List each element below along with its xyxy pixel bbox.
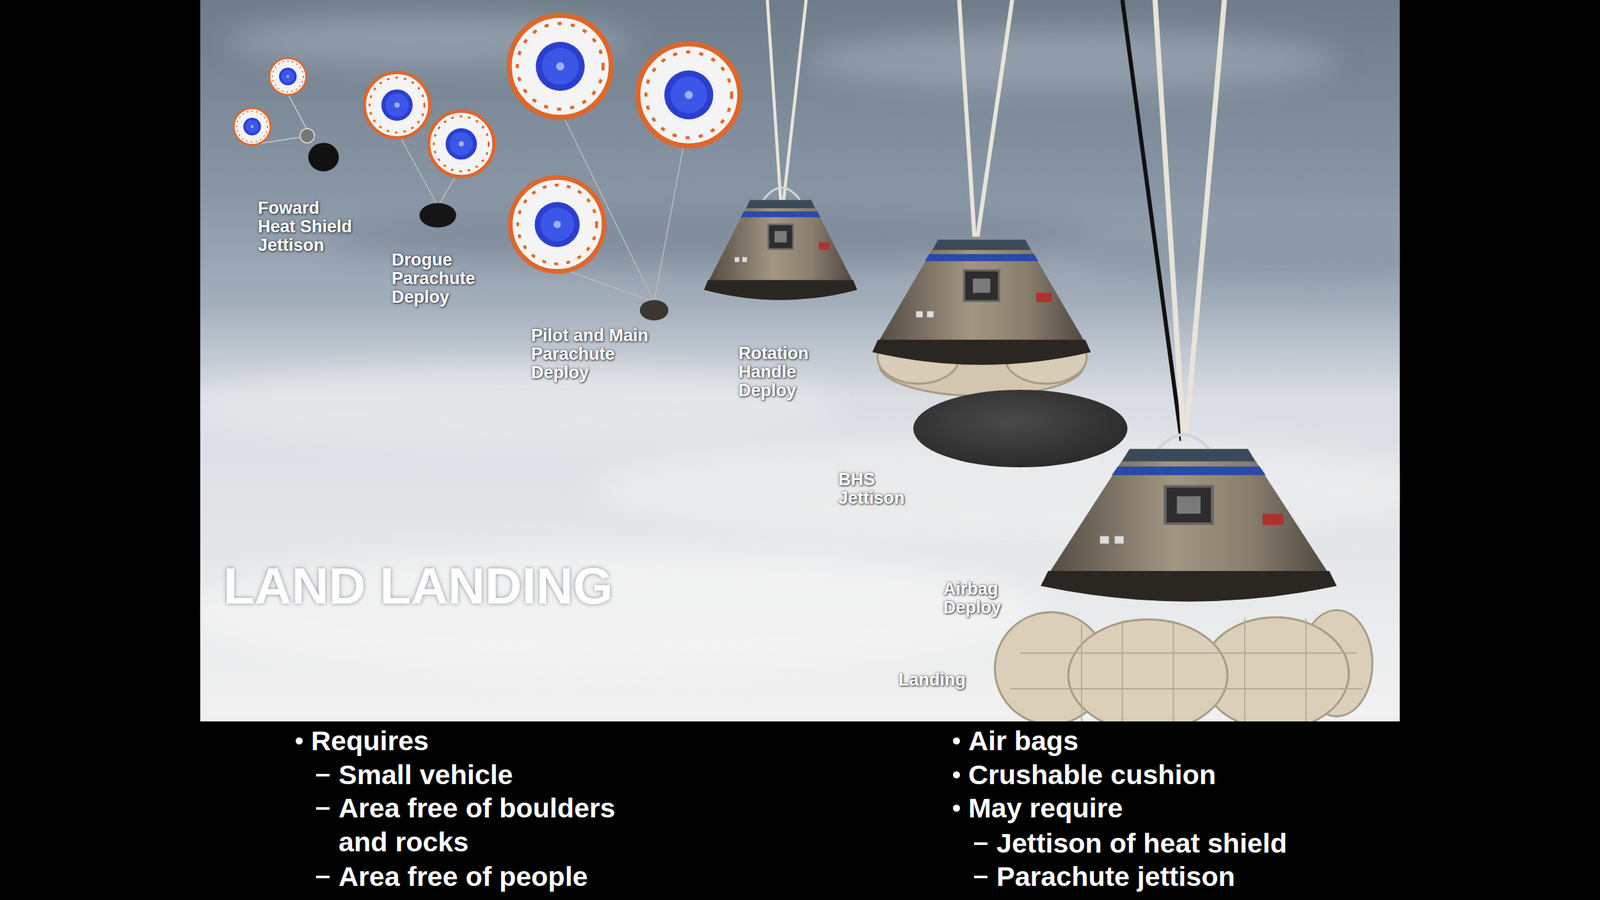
bullet-text: Parachute jettison bbox=[996, 859, 1236, 894]
bullet-dot bbox=[952, 737, 960, 745]
bullet-text: Area free of boulders and rocks bbox=[338, 791, 640, 859]
stage-label: Foward Heat Shield Jettison bbox=[257, 199, 360, 255]
stage-label: Rotation Handle Deploy bbox=[738, 344, 824, 400]
stage-label: Pilot and Main Parachute Deploy bbox=[531, 326, 669, 383]
stage-label: Drogue Parachute Deploy bbox=[391, 250, 489, 307]
bullet-text: May require bbox=[968, 791, 1123, 825]
bullet-text: Jettison of heat shield bbox=[996, 826, 1288, 861]
bullet-text: Air bags bbox=[968, 723, 1079, 758]
bullet-dot bbox=[952, 771, 960, 779]
bullet-dot bbox=[952, 804, 960, 812]
stage-label: Landing bbox=[898, 670, 966, 690]
dash-mark bbox=[316, 807, 330, 810]
slide-title: LAND LANDING bbox=[223, 560, 614, 612]
bullet-text: Crushable cushion bbox=[968, 757, 1216, 792]
dash-mark bbox=[316, 875, 330, 879]
dash-mark bbox=[974, 842, 988, 845]
stage-label: Airbag Deploy bbox=[943, 579, 1022, 617]
bullet-dot bbox=[295, 737, 303, 745]
dash-mark bbox=[316, 773, 330, 777]
bullet-text: Area free of people bbox=[338, 859, 589, 894]
bullet-text: Small vehicle bbox=[338, 757, 514, 792]
bullet-text: Requires bbox=[311, 723, 429, 758]
dash-mark bbox=[974, 875, 988, 879]
stage-label: BHS Jettison bbox=[838, 470, 920, 508]
